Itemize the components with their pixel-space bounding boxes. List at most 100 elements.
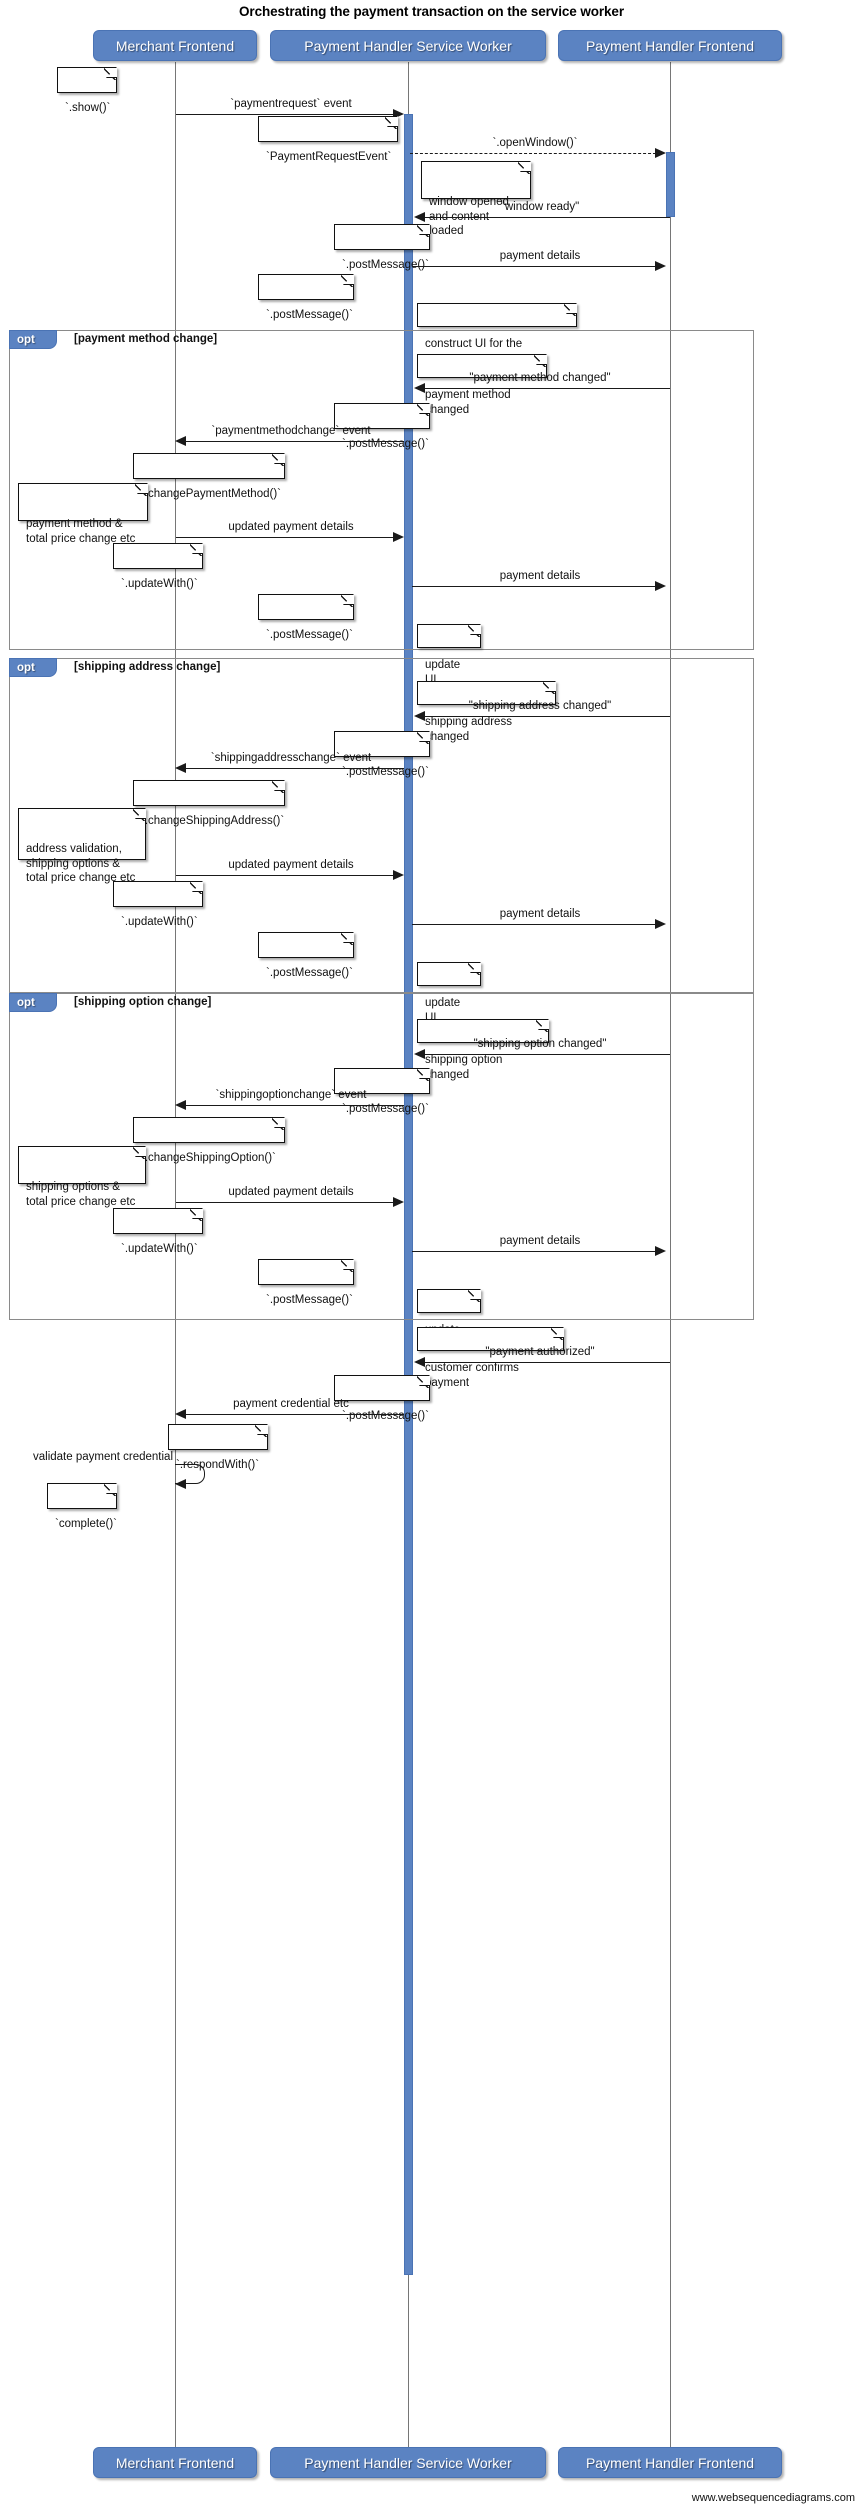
message-line-updated-payment-details-1 [176, 537, 398, 538]
actor-footer-payment-handler-frontend[interactable]: Payment Handler Frontend [558, 2447, 782, 2478]
note-fold-icon [341, 933, 353, 945]
note-update-ui-2: update UI [417, 962, 481, 1024]
note-customer-confirms-payment: customer confirms payment [417, 1327, 564, 1389]
message-arrowhead-payment-credential [175, 1409, 186, 1419]
message-label-updated-payment-details-2: updated payment details [228, 859, 354, 871]
note-fold-icon [133, 1147, 145, 1159]
note-text: `.postMessage()` [342, 1410, 429, 1422]
message-line-shipping-address-changed [425, 716, 670, 717]
note-post-message-4: `.postMessage()` [258, 594, 354, 641]
message-label-paymentrequest: `paymentrequest` event [230, 98, 352, 110]
note-fold-icon [190, 1209, 202, 1221]
actor-footer-merchant-frontend[interactable]: Merchant Frontend [93, 2447, 257, 2478]
fragment-condition-2: [shipping address change] [74, 661, 221, 673]
message-arrowhead-updated-payment-details-1 [393, 532, 404, 542]
note-fold-icon [385, 117, 397, 129]
note-change-shipping-address: `.changeShippingAddress()` [133, 780, 285, 827]
note-window-opened: window opened and content loaded [421, 161, 531, 237]
actor-merchant-frontend[interactable]: Merchant Frontend [93, 30, 257, 61]
note-fold-icon [341, 1260, 353, 1272]
note-post-message-7: `.postMessage()` [334, 1068, 430, 1115]
message-line-payment-details-1 [412, 266, 655, 267]
note-text: update UI [425, 997, 461, 1024]
note-fold-icon [133, 809, 145, 821]
note-fold-icon [135, 484, 147, 496]
note-text: `.updateWith()` [121, 578, 198, 590]
note-fold-icon [534, 355, 546, 367]
fragment-shipping-address-change [9, 658, 754, 993]
note-text: `.postMessage()` [342, 259, 429, 271]
actor-label: Merchant Frontend [115, 2454, 235, 2471]
actor-payment-handler-frontend[interactable]: Payment Handler Frontend [558, 30, 782, 61]
message-label-openwindow: `.openWindow()` [492, 137, 578, 149]
note-fold-icon [255, 1425, 267, 1437]
note-fold-icon [417, 225, 429, 237]
message-line-updated-payment-details-3 [176, 1202, 398, 1203]
fragment-shipping-option-change [9, 993, 754, 1320]
message-arrowhead-payment-method-changed [414, 383, 425, 393]
note-post-message-3: `.postMessage()` [334, 403, 430, 450]
note-shipping-option-changed: shipping option changed [417, 1019, 549, 1081]
actor-label: Payment Handler Service Worker [304, 37, 512, 54]
fragment-condition-3: [shipping option change] [74, 996, 212, 1008]
actor-footer-payment-handler-service-worker[interactable]: Payment Handler Service Worker [270, 2447, 546, 2478]
message-line-shippingoptionchange [186, 1105, 404, 1106]
actor-label: Payment Handler Frontend [585, 2454, 755, 2471]
note-change-payment-method: `.changePaymentMethod()` [133, 453, 285, 500]
note-fold-icon [104, 68, 116, 80]
note-fold-icon [341, 595, 353, 607]
message-arrowhead-paymentrequest [393, 109, 404, 119]
note-address-validation: address validation, shipping options & t… [18, 808, 146, 884]
fragment-tab-opt-1: opt [9, 330, 57, 349]
message-line-updated-payment-details-2 [176, 875, 398, 876]
note-fold-icon [468, 963, 480, 975]
message-label-validate-payment-credential: validate payment credential [33, 1451, 173, 1463]
message-arrowhead-window-ready [414, 212, 425, 222]
note-text: shipping address changed [425, 716, 512, 743]
note-text: address validation, shipping options & t… [26, 843, 136, 884]
message-label-payment-details-1: payment details [499, 250, 581, 262]
fragment-condition-1: [payment method change] [74, 333, 218, 345]
actor-label: Payment Handler Frontend [585, 37, 755, 54]
message-arrowhead-openwindow [655, 148, 666, 158]
message-arrowhead-payment-authorized [414, 1357, 425, 1367]
message-label-payment-details-3: payment details [499, 908, 581, 920]
note-text: `.changeShippingAddress()` [141, 815, 285, 827]
activation-service-worker [404, 114, 413, 2275]
note-text: `.postMessage()` [342, 1103, 429, 1115]
note-fold-icon [536, 1020, 548, 1032]
credit-link[interactable]: www.websequencediagrams.com [691, 2492, 855, 2504]
note-shipping-options-price-change: shipping options & total price change et… [18, 1146, 146, 1208]
note-complete: `complete()` [47, 1483, 117, 1530]
note-fold-icon [417, 1376, 429, 1388]
lifeline-payment-handler-frontend [670, 62, 671, 2447]
note-fold-icon [272, 781, 284, 793]
note-fold-icon [564, 304, 576, 316]
note-text: `.postMessage()` [342, 438, 429, 450]
message-line-payment-method-changed [425, 388, 670, 389]
message-line-window-ready [425, 217, 670, 218]
note-fold-icon [272, 1118, 284, 1130]
message-line-payment-credential [186, 1414, 404, 1415]
message-label-payment-credential: payment credential etc [233, 1398, 349, 1410]
note-payment-request-event: `PaymentRequestEvent` [258, 116, 398, 163]
note-fold-icon [341, 275, 353, 287]
note-update-with-2: `.updateWith()` [113, 881, 203, 928]
note-text: `.postMessage()` [266, 629, 353, 641]
note-shipping-address-changed: shipping address changed [417, 681, 556, 743]
note-fold-icon [417, 1069, 429, 1081]
message-arrowhead-shipping-address-changed [414, 711, 425, 721]
note-update-with-1: `.updateWith()` [113, 543, 203, 590]
fragment-kind-label: opt [17, 997, 35, 1009]
note-fold-icon [272, 454, 284, 466]
note-text: shipping options & total price change et… [26, 1181, 136, 1208]
note-text: `.changeShippingOption()` [141, 1152, 276, 1164]
message-arrowhead-updated-payment-details-2 [393, 870, 404, 880]
note-fold-icon [551, 1328, 563, 1340]
message-line-payment-authorized [425, 1362, 670, 1363]
note-fold-icon [417, 732, 429, 744]
message-arrowhead-shipping-option-changed [414, 1049, 425, 1059]
message-line-payment-details-2 [412, 586, 655, 587]
actor-payment-handler-service-worker[interactable]: Payment Handler Service Worker [270, 30, 546, 61]
message-label-updated-payment-details-3: updated payment details [228, 1186, 354, 1198]
